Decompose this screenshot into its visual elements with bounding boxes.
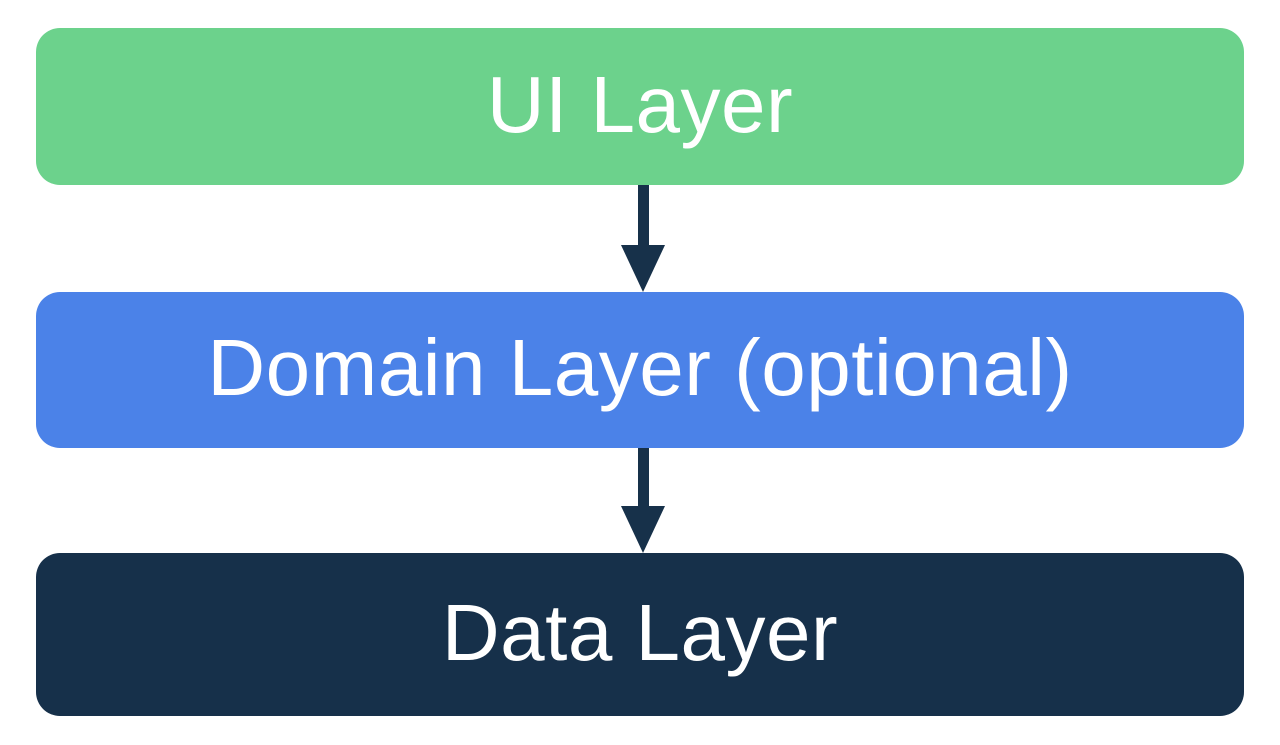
layer-label-data: Data Layer <box>441 587 839 677</box>
flow-arrow-domain-to-data <box>621 448 665 553</box>
layer-label-ui: UI Layer <box>486 59 794 149</box>
layer-label-domain: Domain Layer (optional) <box>207 323 1073 412</box>
arrow-line <box>637 185 649 245</box>
arrow-head-icon <box>621 506 665 553</box>
arrow-head-icon <box>621 245 665 292</box>
flow-arrow-ui-to-domain <box>621 185 665 292</box>
layer-box-domain: Domain Layer (optional) <box>36 292 1244 448</box>
layer-box-ui: UI Layer <box>36 28 1244 185</box>
arrow-line <box>637 448 649 506</box>
layer-box-data: Data Layer <box>36 553 1244 716</box>
